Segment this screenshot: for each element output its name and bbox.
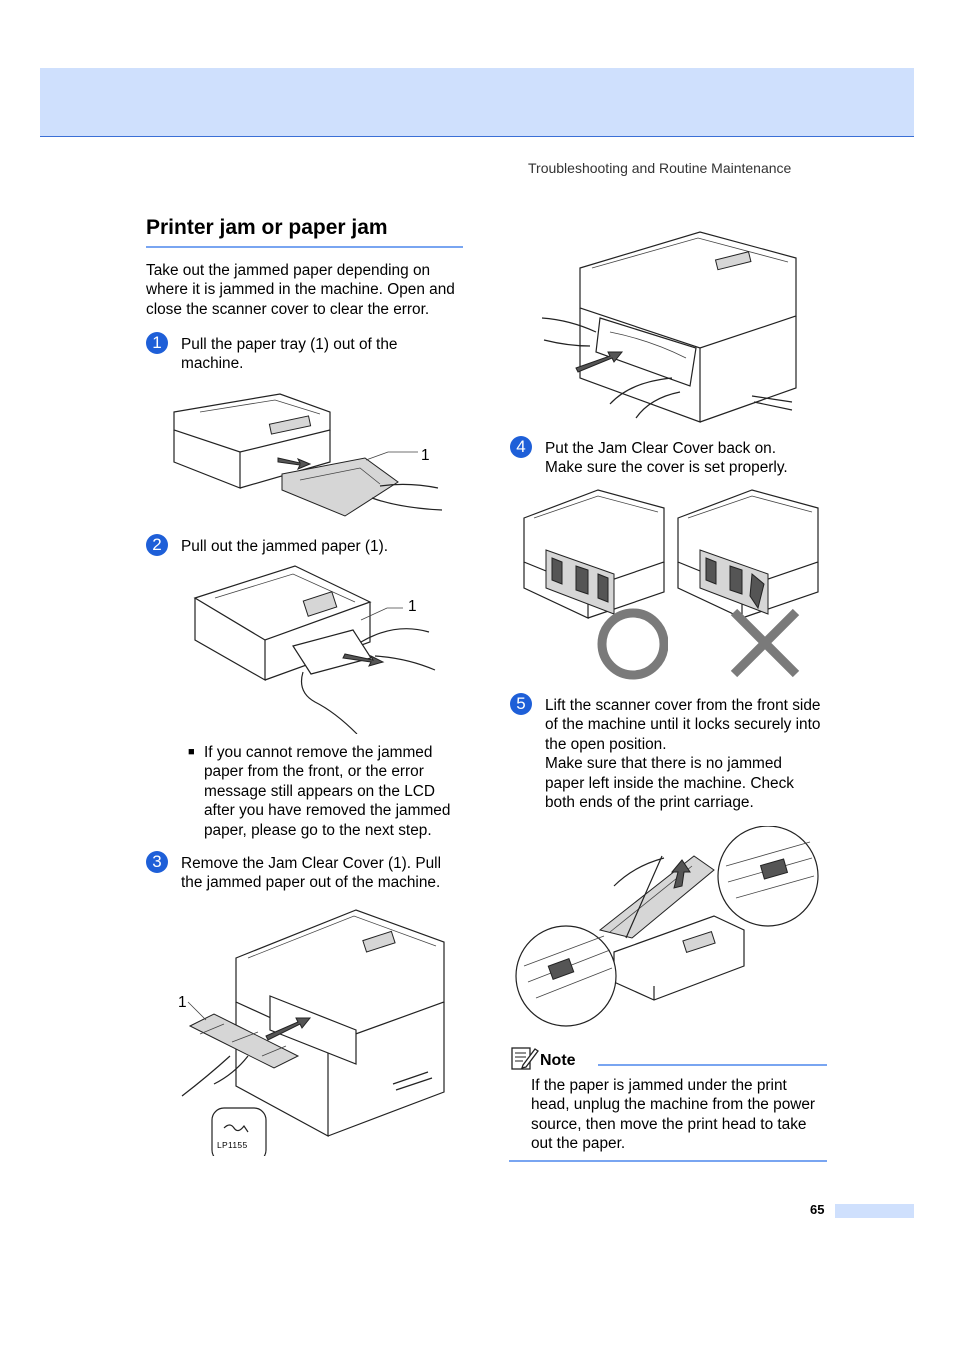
step-1-illustration [170,390,450,520]
step-5-text: Lift the scanner cover from the front si… [545,697,821,812]
jam-clear-illustration [540,228,800,424]
bullet-marker: ■ [188,746,195,758]
section-title: Printer jam or paper jam [146,216,388,239]
cover-correct-illustration [518,488,668,682]
step-5-number: 5 [510,693,532,715]
page-number-bar [835,1204,914,1218]
step-2-text: Pull out the jammed paper (1). [181,538,389,555]
intro-paragraph: Take out the jammed paper depending on w… [146,262,455,318]
step-2-number: 2 [146,534,168,556]
step-3-callout: 1 [178,994,187,1011]
step-1-text: Pull the paper tray (1) out of the machi… [181,336,398,373]
step-1-number: 1 [146,332,168,354]
bullet-text: If you cannot remove the jammed paper fr… [204,744,451,839]
running-head: Troubleshooting and Routine Maintenance [528,160,792,176]
page-number: 65 [810,1202,825,1217]
step-4-text: Put the Jam Clear Cover back on. Make su… [545,440,788,477]
note-text: If the paper is jammed under the print h… [531,1077,816,1153]
note-rule-bottom [509,1160,827,1162]
step-3-number: 3 [146,851,168,873]
title-rule [146,246,463,248]
print-carriage-illustration [514,826,824,1028]
step-3-text: Remove the Jam Clear Cover (1). Pull the… [181,855,442,892]
step-2-callout: 1 [408,598,417,615]
header-band [40,68,914,137]
step-4-number: 4 [510,436,532,458]
note-heading: Note [540,1052,576,1069]
step-3-stamp-code: LP1155 [217,1140,248,1150]
step-2-illustration [185,562,455,734]
note-pencil-icon [511,1045,539,1076]
note-rule-top [598,1064,827,1066]
step-3-illustration [178,906,448,1156]
cover-incorrect-illustration [672,488,822,682]
step-1-callout: 1 [421,447,430,464]
